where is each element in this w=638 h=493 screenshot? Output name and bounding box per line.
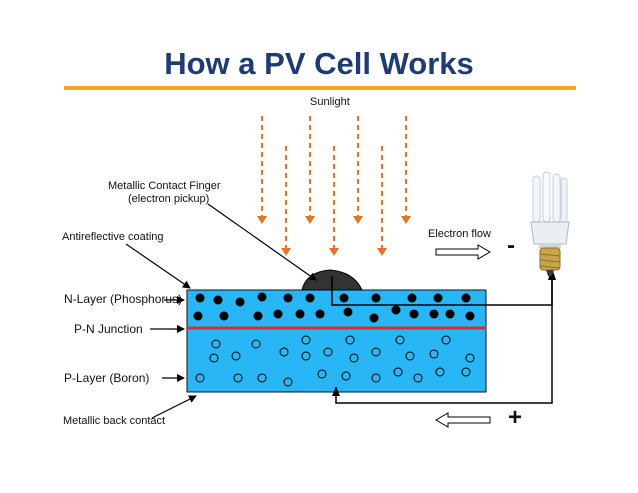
electron-flow-arrow-right [435, 244, 491, 260]
contact-finger-sublabel: (electron pickup) [128, 193, 210, 205]
electron-flow-arrow-left [435, 412, 491, 428]
negative-terminal-sign: - [507, 232, 515, 259]
p-layer-label: P-Layer (Boron) [64, 371, 150, 385]
back-contact-label: Metallic back contact [63, 415, 166, 427]
electron-flow-label: Electron flow [428, 228, 491, 240]
pn-junction-label: P-N Junction [74, 322, 143, 336]
antireflective-label: Antireflective coating [62, 231, 164, 243]
sunlight-arrowheads [257, 216, 411, 256]
contact-finger-label: Metallic Contact Finger [108, 180, 221, 192]
title-underline [64, 86, 576, 90]
page-title: How a PV Cell Works [164, 46, 474, 81]
p-layer [186, 327, 487, 393]
positive-terminal-sign: + [508, 404, 523, 431]
sunlight-arrows [261, 116, 407, 248]
holes [195, 335, 475, 387]
label-leaders [125, 203, 317, 419]
cfl-bulb-icon [530, 171, 570, 276]
n-layer-label: N-Layer (Phosphorus) [64, 292, 183, 306]
wire-arrowhead-into-cell [332, 386, 340, 396]
circuit-wire [331, 272, 553, 404]
electrons [193, 292, 475, 323]
sunlight-label: Sunlight [310, 96, 350, 108]
